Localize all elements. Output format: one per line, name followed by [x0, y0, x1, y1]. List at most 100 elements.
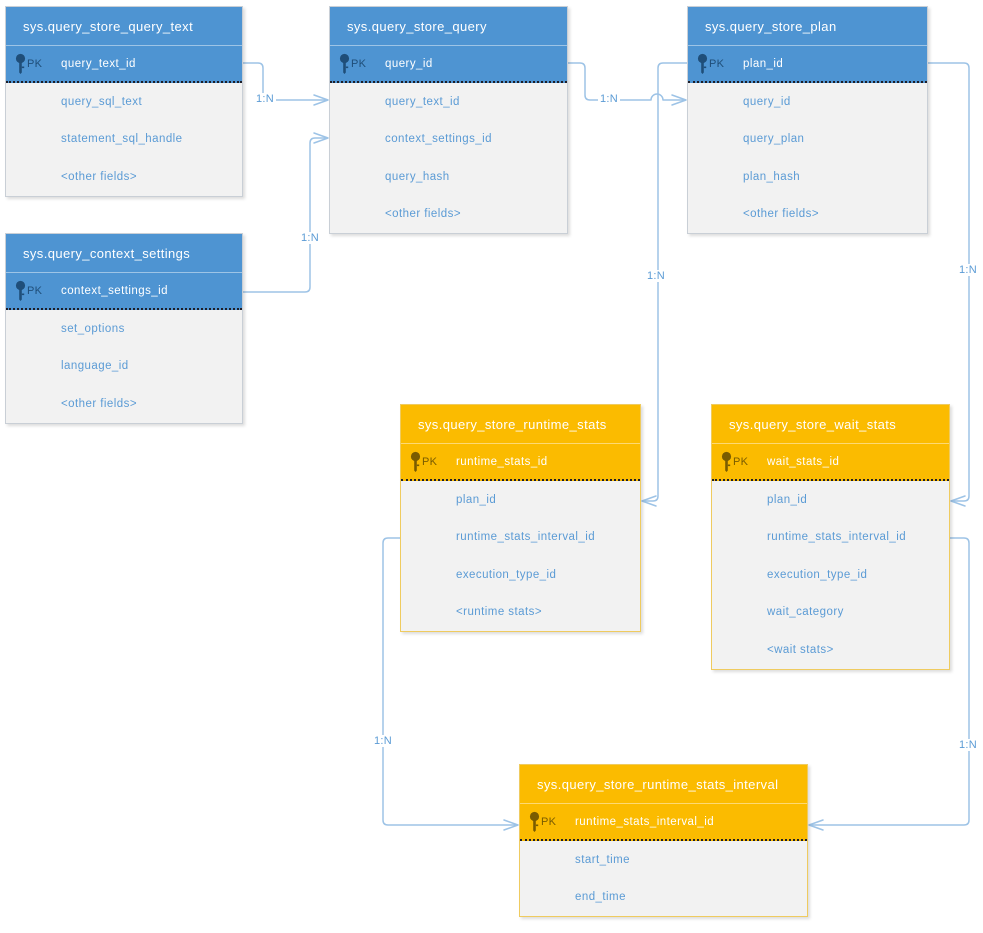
- field-name: <other fields>: [385, 208, 461, 221]
- field-name: <other fields>: [743, 208, 819, 221]
- field-row: query_id: [688, 83, 927, 121]
- field-row: runtime_stats_interval_id: [712, 518, 949, 556]
- field-row: runtime_stats_interval_id: [401, 518, 640, 556]
- relationship-label: 1:N: [371, 735, 395, 747]
- entity-table-query-store-wait-stats[interactable]: sys.query_store_wait_stats PK wait_stats…: [711, 404, 950, 670]
- key-icon: [338, 53, 351, 74]
- field-row: statement_sql_handle: [6, 120, 242, 158]
- relationship-label: 1:N: [597, 93, 621, 105]
- arrow-head-icon: [950, 495, 966, 507]
- pk-field-name: query_id: [385, 57, 433, 70]
- pk-field-name: query_text_id: [61, 57, 136, 70]
- pk-label: PK: [351, 57, 367, 70]
- arrow-head-icon: [313, 94, 329, 106]
- field-row: <wait stats>: [712, 631, 949, 669]
- field-name: query_sql_text: [61, 95, 143, 108]
- field-name: <other fields>: [61, 397, 137, 410]
- table-title: sys.query_store_query_text: [6, 7, 242, 45]
- arrow-head-icon: [313, 132, 329, 144]
- field-name: plan_hash: [743, 170, 801, 183]
- pk-field-name: wait_stats_id: [767, 455, 840, 468]
- pk-label: PK: [733, 455, 749, 468]
- field-row: <other fields>: [688, 195, 927, 233]
- field-name: context_settings_id: [385, 133, 493, 146]
- entity-table-query-store-query-text[interactable]: sys.query_store_query_text PK query_text…: [5, 6, 243, 197]
- key-icon: [696, 53, 709, 74]
- primary-key-row: PK wait_stats_id: [712, 443, 949, 481]
- key-icon: [720, 451, 733, 472]
- field-row: execution_type_id: [712, 556, 949, 594]
- field-row: query_plan: [688, 120, 927, 158]
- connector-context-settings-to-query: [242, 132, 329, 293]
- field-name: <wait stats>: [767, 643, 834, 656]
- field-name: set_options: [61, 322, 125, 335]
- entity-table-query-store-runtime-stats[interactable]: sys.query_store_runtime_stats PK runtime…: [400, 404, 641, 632]
- field-name: runtime_stats_interval_id: [456, 531, 596, 544]
- field-name: wait_category: [767, 606, 844, 619]
- pk-field-name: runtime_stats_id: [456, 455, 548, 468]
- relationship-label: 1:N: [956, 739, 980, 751]
- primary-key-row: PK query_text_id: [6, 45, 242, 83]
- arrow-head-icon: [808, 819, 824, 831]
- key-icon: [14, 53, 27, 74]
- key-icon: [528, 811, 541, 832]
- key-icon: [14, 280, 27, 301]
- relationship-label: 1:N: [644, 270, 668, 282]
- pk-field-name: context_settings_id: [61, 284, 169, 297]
- field-row: <other fields>: [6, 158, 242, 196]
- arrow-head-icon: [503, 819, 519, 831]
- arrow-head-icon: [641, 495, 657, 507]
- field-row: <other fields>: [6, 385, 242, 423]
- connector-plan-to-wait-stats: [927, 62, 970, 507]
- table-title: sys.query_context_settings: [6, 234, 242, 272]
- connector-wait-stats-to-interval: [808, 537, 970, 831]
- field-name: end_time: [575, 891, 626, 904]
- field-row: start_time: [520, 841, 807, 879]
- table-title: sys.query_store_runtime_stats: [401, 405, 640, 443]
- field-name: statement_sql_handle: [61, 133, 183, 146]
- entity-table-query-store-runtime-stats-interval[interactable]: sys.query_store_runtime_stats_interval P…: [519, 764, 808, 917]
- pk-field-name: plan_id: [743, 57, 784, 70]
- field-row: language_id: [6, 347, 242, 385]
- entity-table-query-store-query[interactable]: sys.query_store_query PK query_id query_…: [329, 6, 568, 234]
- field-name: execution_type_id: [767, 568, 868, 581]
- pk-label: PK: [541, 815, 557, 828]
- field-name: <other fields>: [61, 170, 137, 183]
- field-row: <other fields>: [330, 195, 567, 233]
- primary-key-row: PK context_settings_id: [6, 272, 242, 310]
- field-name: <runtime stats>: [456, 606, 543, 619]
- primary-key-row: PK runtime_stats_interval_id: [520, 803, 807, 841]
- pk-label: PK: [709, 57, 725, 70]
- field-name: language_id: [61, 360, 129, 373]
- table-title: sys.query_store_plan: [688, 7, 927, 45]
- key-icon: [409, 451, 422, 472]
- pk-field-name: runtime_stats_interval_id: [575, 815, 715, 828]
- field-row: set_options: [6, 310, 242, 348]
- field-row: query_sql_text: [6, 83, 242, 121]
- field-name: plan_id: [767, 493, 808, 506]
- table-title: sys.query_store_runtime_stats_interval: [520, 765, 807, 803]
- pk-label: PK: [27, 284, 43, 297]
- field-row: wait_category: [712, 593, 949, 631]
- field-name: query_plan: [743, 133, 805, 146]
- table-title: sys.query_store_query: [330, 7, 567, 45]
- field-row: plan_id: [712, 481, 949, 519]
- field-row: plan_hash: [688, 158, 927, 196]
- field-row: context_settings_id: [330, 120, 567, 158]
- field-row: plan_id: [401, 481, 640, 519]
- field-row: end_time: [520, 878, 807, 916]
- field-name: execution_type_id: [456, 568, 557, 581]
- field-row: execution_type_id: [401, 556, 640, 594]
- field-row: query_hash: [330, 158, 567, 196]
- pk-label: PK: [27, 57, 43, 70]
- relationship-label: 1:N: [956, 264, 980, 276]
- field-name: runtime_stats_interval_id: [767, 531, 907, 544]
- primary-key-row: PK runtime_stats_id: [401, 443, 640, 481]
- relationship-label: 1:N: [253, 93, 277, 105]
- field-name: start_time: [575, 853, 630, 866]
- entity-table-query-context-settings[interactable]: sys.query_context_settings PK context_se…: [5, 233, 243, 424]
- pk-label: PK: [422, 455, 438, 468]
- entity-table-query-store-plan[interactable]: sys.query_store_plan PK plan_id query_id…: [687, 6, 928, 234]
- relationship-label: 1:N: [298, 232, 322, 244]
